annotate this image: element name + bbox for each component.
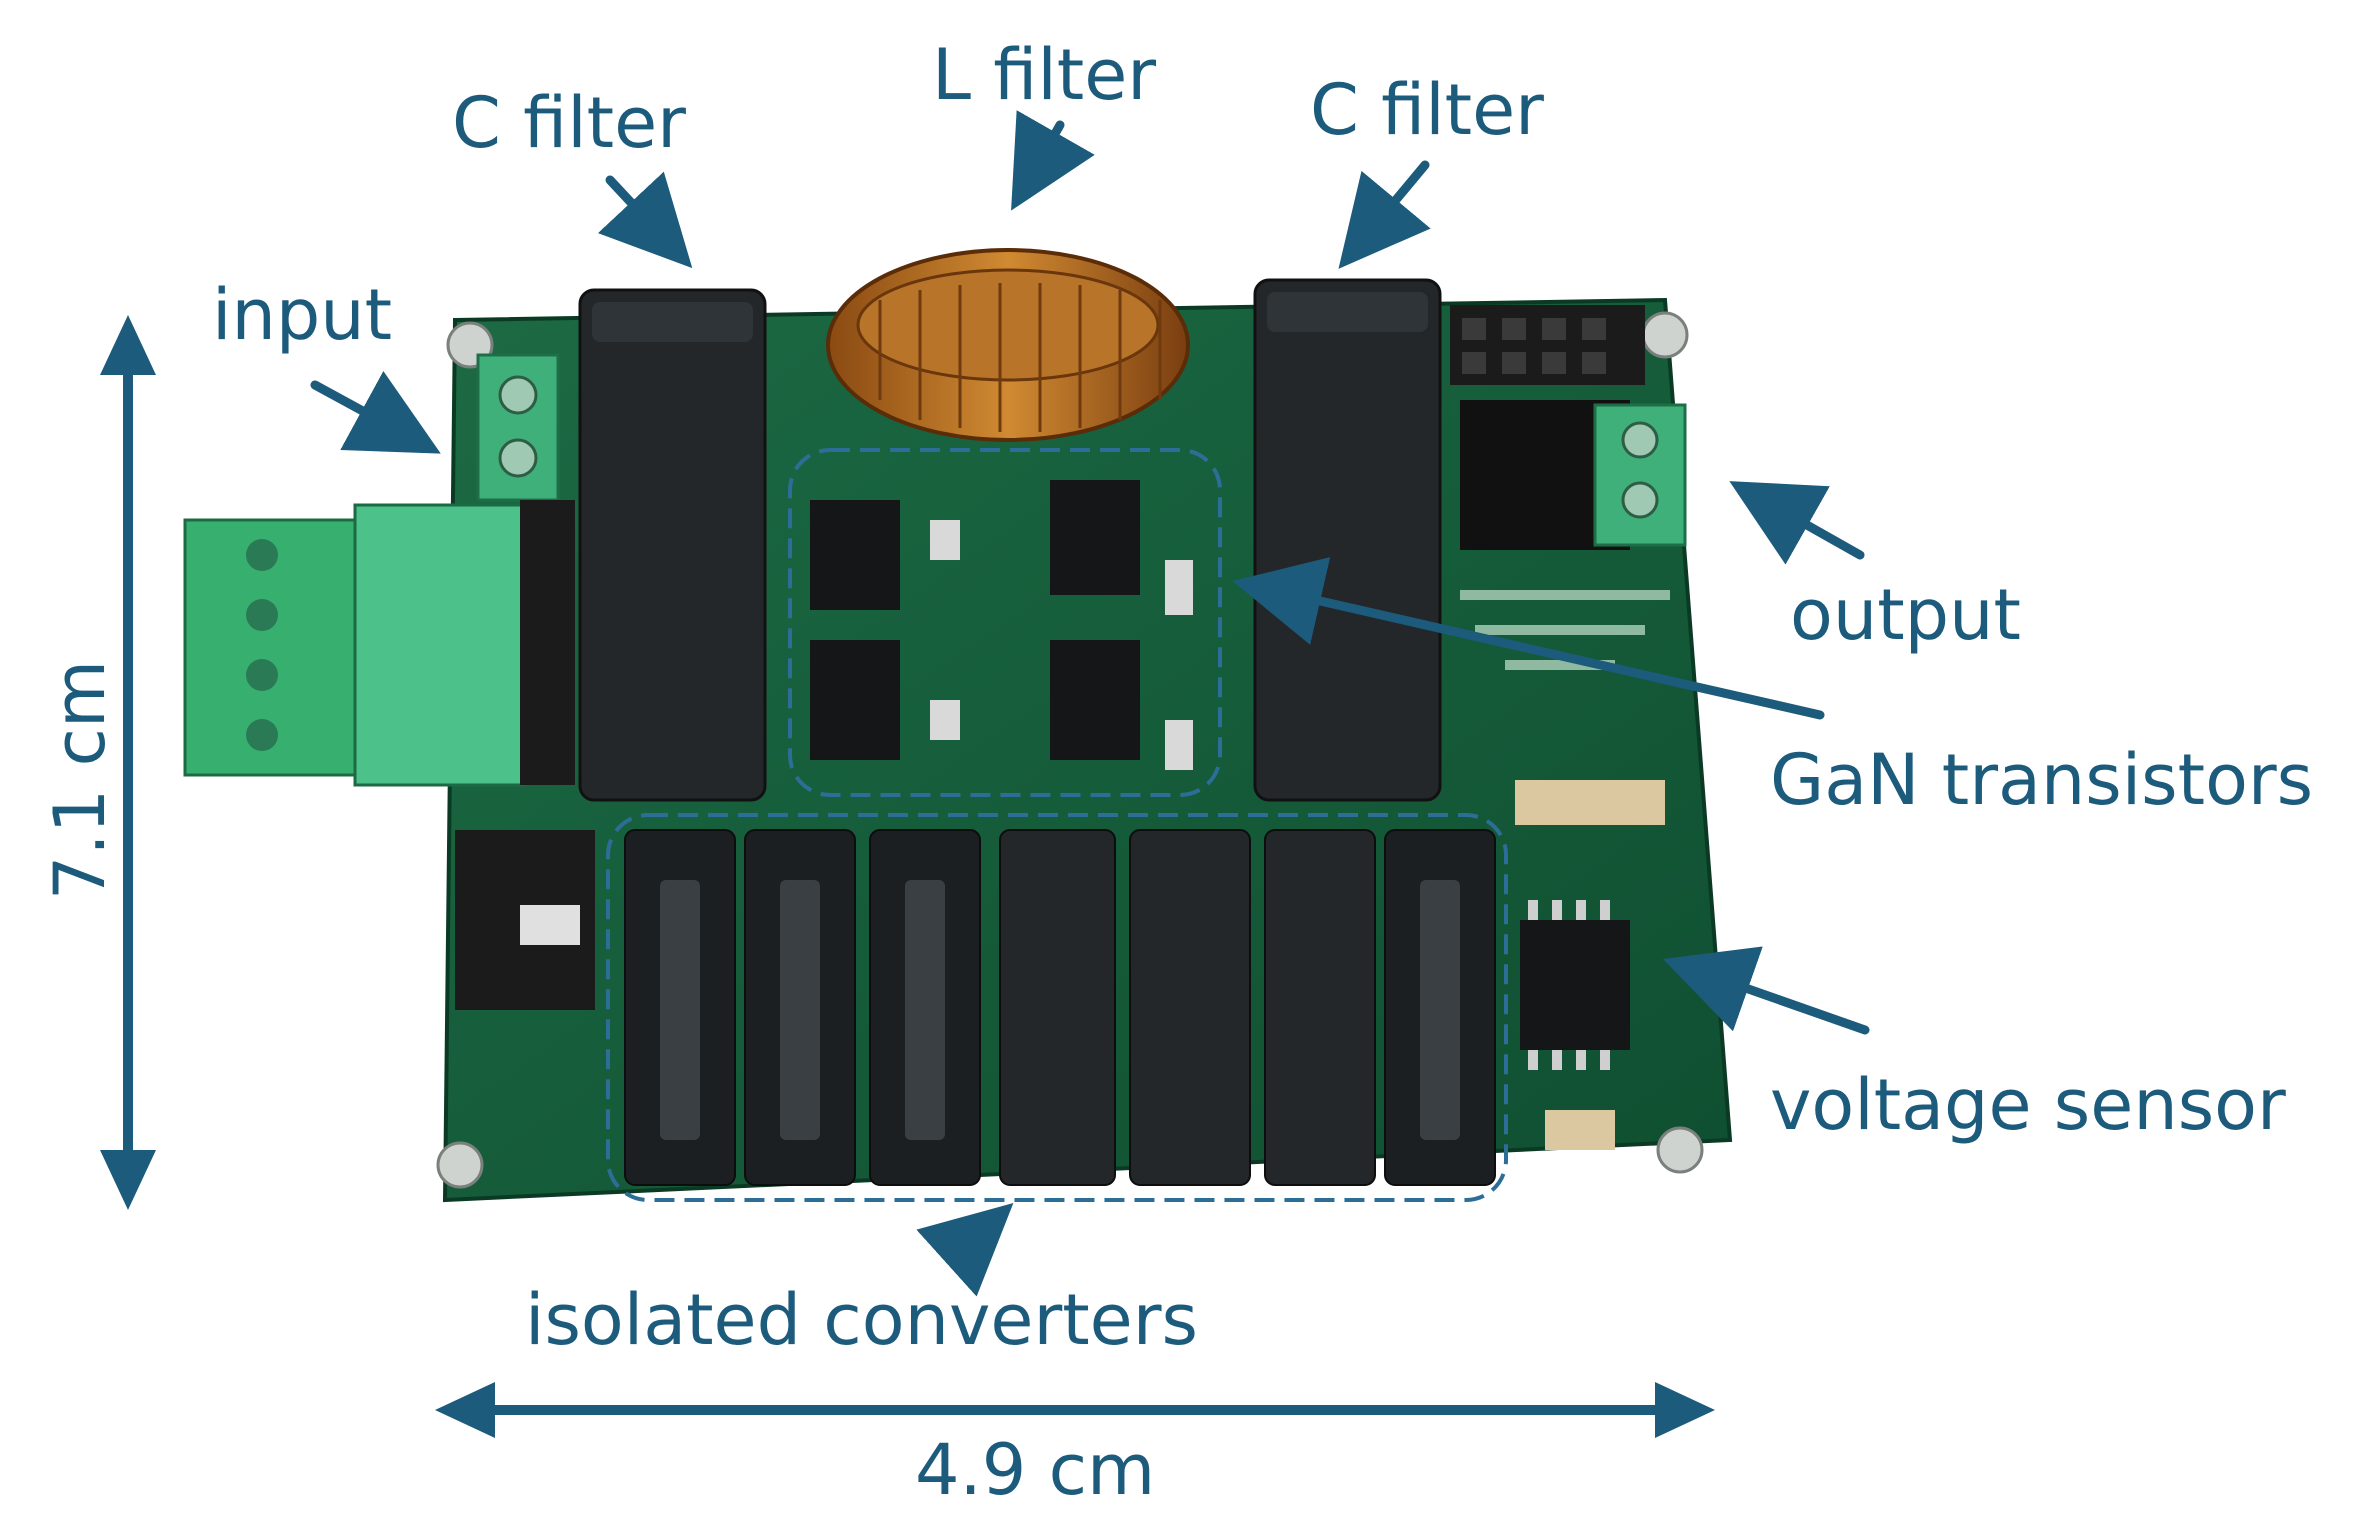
c-filter-right-label: C filter (1310, 69, 1544, 151)
arrow-output (1729, 481, 1865, 565)
c-filter-left-label: C filter (452, 82, 686, 164)
silkscreen-marking (1460, 590, 1670, 670)
output-label: output (1790, 574, 2021, 656)
gan-transistors-label: GaN transistors (1770, 739, 2314, 821)
arrow-input (310, 371, 441, 454)
voltage-sensor-chip (1515, 780, 1665, 1150)
dimension-arrows (100, 315, 1715, 1438)
arrow-isolated-converters (916, 1202, 1014, 1297)
arrow-c-filter-left (597, 171, 693, 269)
arrow-gan-transistors (1232, 557, 1825, 720)
height-dimension-label: 7.1 cm (39, 659, 122, 901)
pin-header (1450, 305, 1645, 385)
l-filter-label: L filter (932, 34, 1157, 116)
output-terminal-block (1460, 400, 1687, 550)
voltage-sensor-label: voltage sensor (1770, 1064, 2286, 1146)
arrow-voltage-sensor (1663, 946, 1870, 1035)
input-label: input (212, 274, 393, 356)
width-dimension-label: 4.9 cm (915, 1429, 1156, 1511)
isolated-converters-region (606, 813, 1508, 1202)
c-filter-right-capacitor (1253, 278, 1442, 802)
isolated-converters-label: isolated converters (525, 1279, 1198, 1361)
input-terminal-block (476, 353, 560, 502)
side-connector (183, 500, 575, 787)
left-side-components (455, 830, 595, 1010)
l-filter-inductor (826, 248, 1190, 442)
gan-transistors-region (788, 448, 1222, 797)
arrow-l-filter (1011, 110, 1095, 211)
c-filter-left-capacitor (578, 288, 767, 802)
annotation-arrows (310, 110, 1870, 1297)
arrow-c-filter-right (1338, 160, 1431, 269)
